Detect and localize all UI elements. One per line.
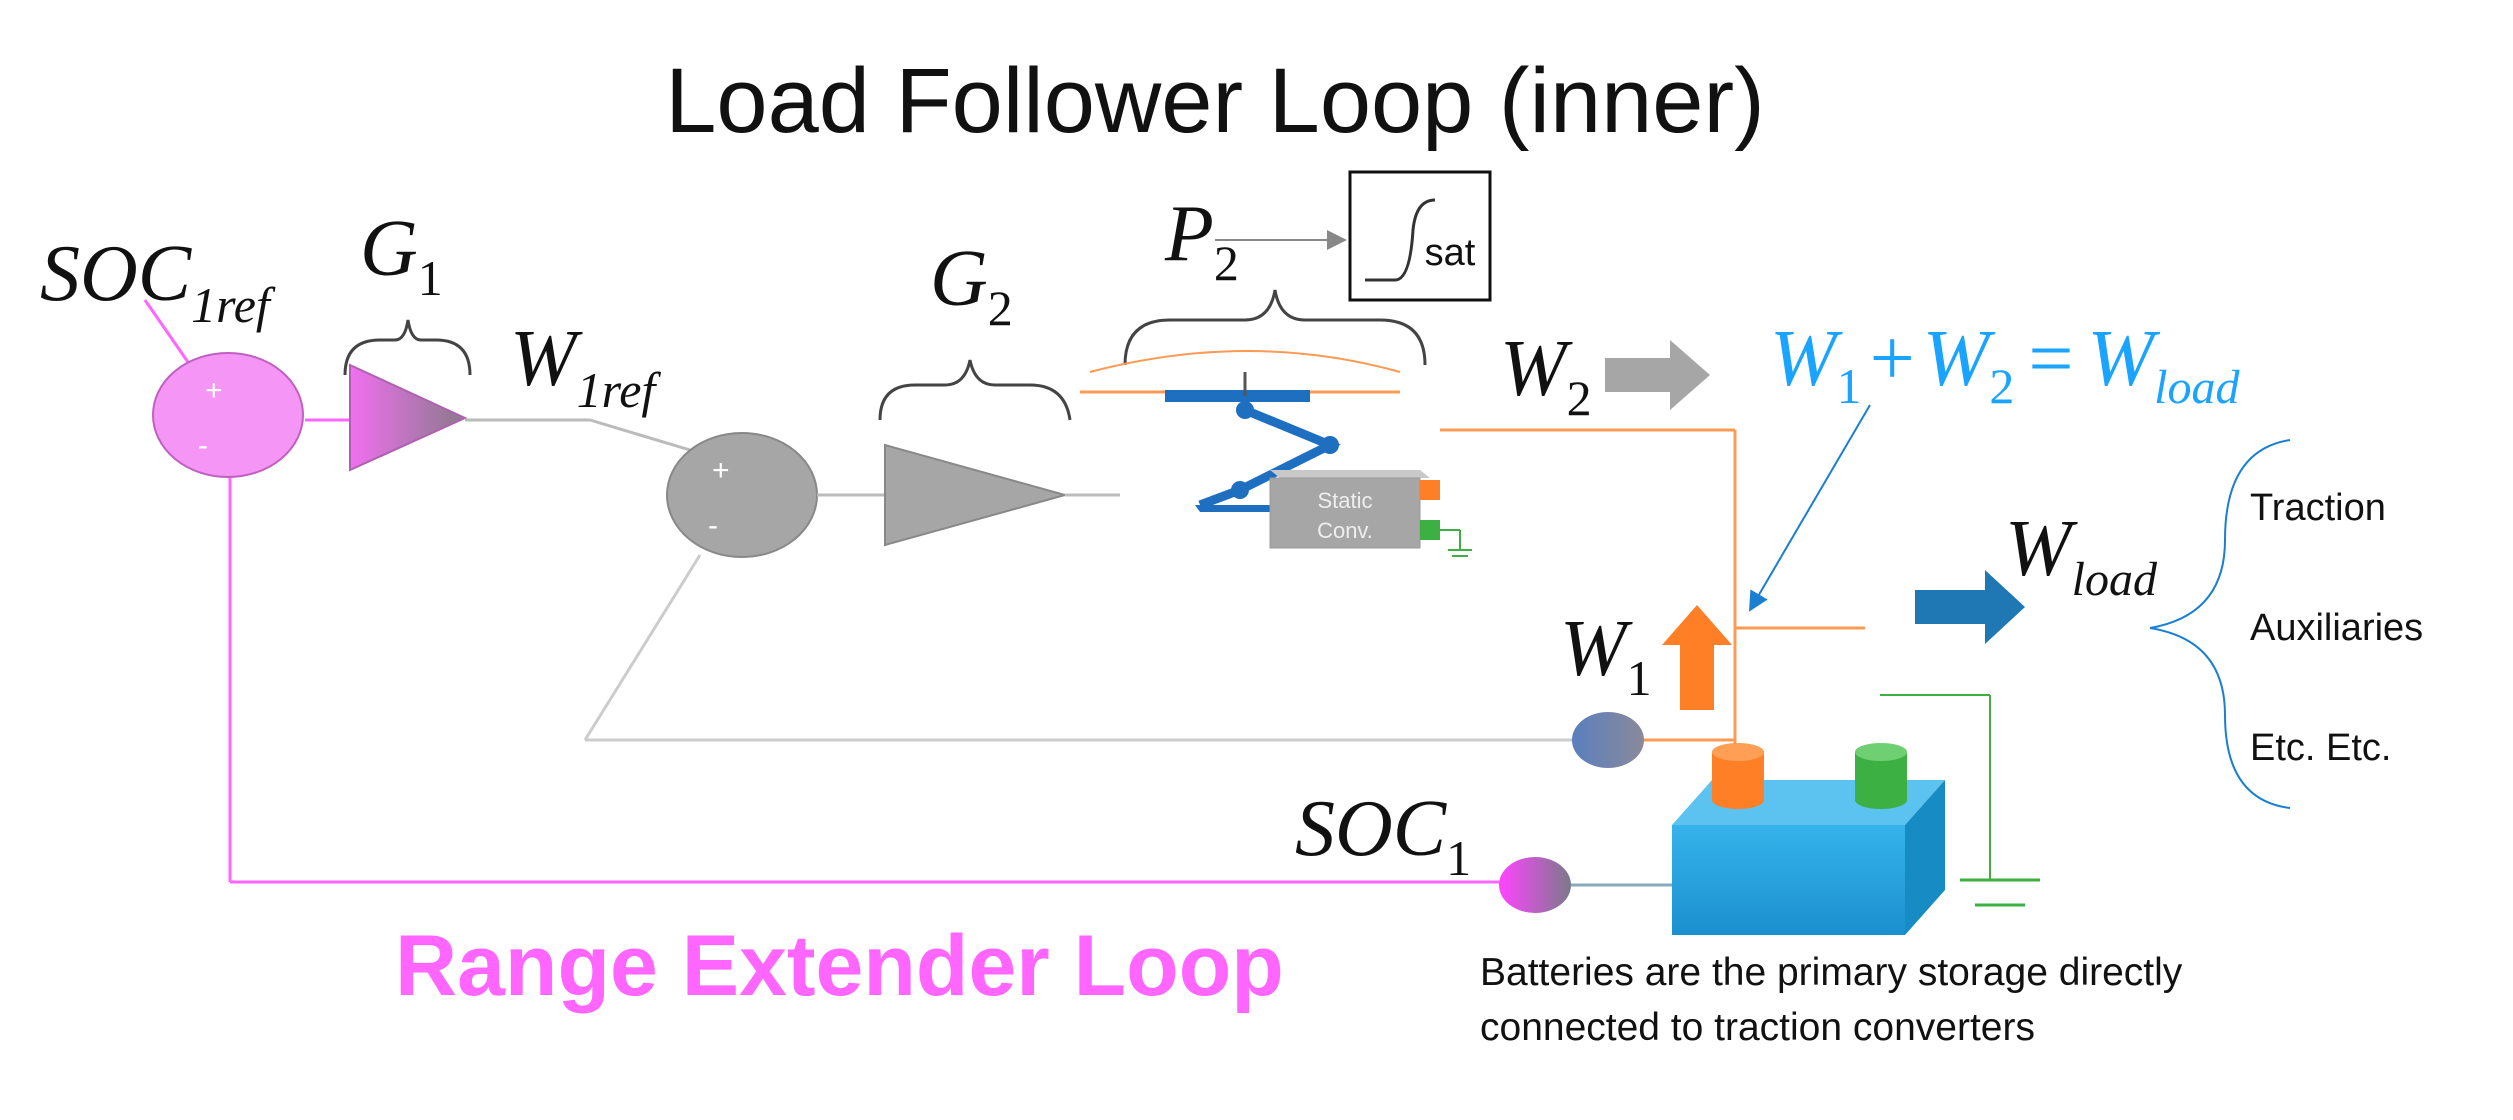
p2-brace bbox=[1123, 289, 1427, 366]
load-brace bbox=[2149, 439, 2291, 809]
pantograph-icon bbox=[1080, 350, 1401, 512]
g1-brace bbox=[343, 319, 472, 376]
soc1-label: SOC1 bbox=[1295, 785, 1471, 886]
w2-flow-arrow bbox=[1605, 340, 1710, 410]
range-extender-label: Range Extender Loop bbox=[395, 918, 1284, 1014]
battery-caption-line2: connected to traction converters bbox=[1480, 1006, 2035, 1049]
w2-label: W2 bbox=[1500, 325, 1592, 426]
converter-label-line1: Static bbox=[1317, 488, 1372, 513]
g2-gain-block bbox=[884, 443, 1069, 547]
g1-gain-block bbox=[349, 363, 468, 472]
sum-minus-sign: - bbox=[708, 509, 718, 542]
equation-pointer bbox=[1748, 404, 1871, 612]
sum-plus-sign: + bbox=[712, 454, 730, 487]
diagram-title: Load Follower Loop (inner) bbox=[665, 50, 1765, 152]
power-sensor bbox=[1572, 712, 1644, 768]
load-item-etc: Etc. Etc. bbox=[2250, 727, 2391, 769]
power-feedback-wire bbox=[583, 554, 1735, 742]
w1-label: W1 bbox=[1560, 605, 1652, 706]
wload-flow-arrow bbox=[1915, 570, 2025, 644]
soc1ref-label: SOC1ref bbox=[40, 230, 276, 333]
static-converter: Static Conv. bbox=[1269, 470, 1472, 557]
w1-flow-arrow bbox=[1662, 605, 1732, 710]
orange-bus-wires bbox=[1440, 428, 1865, 750]
battery-positive-terminal bbox=[1712, 743, 1764, 809]
power-sum-junction: + - bbox=[666, 432, 818, 558]
battery-negative-terminal bbox=[1855, 743, 1907, 809]
load-item-auxiliaries: Auxiliaries bbox=[2250, 607, 2423, 649]
battery-caption-line1: Batteries are the primary storage direct… bbox=[1480, 951, 2183, 994]
battery-icon bbox=[1672, 743, 1945, 935]
power-balance-equation: W1+W2=Wload bbox=[1770, 315, 2241, 414]
soc-sensor bbox=[1499, 857, 1571, 913]
w1ref-label: W1ref bbox=[510, 315, 661, 418]
p2-label: P2 bbox=[1164, 190, 1239, 291]
g2-label: G2 bbox=[930, 235, 1013, 336]
soc-sum-junction: + - bbox=[152, 352, 304, 478]
sum-minus-sign: - bbox=[198, 429, 208, 462]
sum-plus-sign: + bbox=[205, 374, 223, 407]
g1-label: G1 bbox=[360, 205, 443, 306]
load-item-traction: Traction bbox=[2250, 487, 2386, 529]
w1ref-wire bbox=[465, 418, 691, 452]
saturation-block: sat bbox=[1348, 170, 1492, 302]
wload-label: Wload bbox=[2005, 505, 2158, 606]
g2-brace bbox=[878, 359, 1072, 421]
range-extender-loop-wires bbox=[143, 299, 1500, 884]
saturation-label: sat bbox=[1425, 232, 1476, 274]
converter-label-line2: Conv. bbox=[1317, 518, 1373, 543]
ground-wire bbox=[1880, 694, 2040, 907]
